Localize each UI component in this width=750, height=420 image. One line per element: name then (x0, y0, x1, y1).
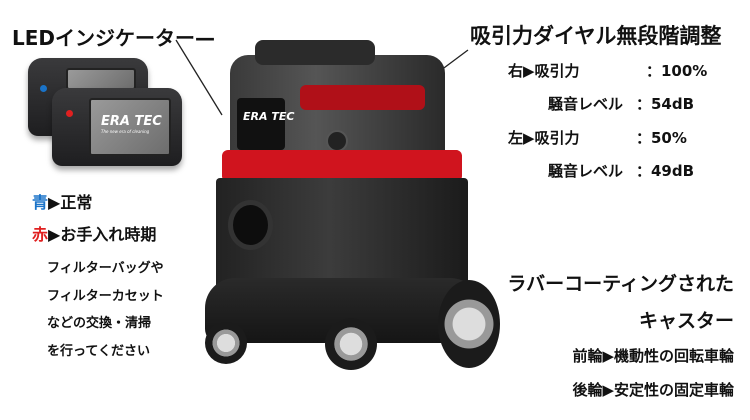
caster-title-line2: キャスター (638, 310, 734, 332)
note-line: などの交換・清掃 (47, 316, 152, 331)
note-line: フィルターバッグや (47, 261, 164, 276)
right-suction-value: ：100% (646, 62, 708, 80)
front-caster (325, 318, 377, 370)
dial-title: 吸引力ダイヤル無段階調整 (470, 24, 722, 48)
note-line: フィルターカセット (47, 288, 164, 304)
suction-dial (326, 130, 348, 152)
blue-led-icon (40, 85, 47, 92)
right-noise-value: ：54dB (636, 95, 695, 113)
maintenance-notes: フィルターバッグや フィルターカセット などの交換・清掃 を行ってください (47, 255, 164, 365)
led-callout-line (175, 39, 223, 116)
rear-wheel-text: 後輪▶安定性の固定車輪 (572, 381, 734, 399)
caster-title-line1: ラバーコーティングされた (507, 273, 734, 295)
left-suction-value: ：50% (636, 129, 687, 147)
front-caster (205, 322, 247, 364)
rear-wheel (438, 280, 500, 368)
red-status: 赤▶お手入れ時期 (32, 225, 157, 244)
right-suction-label: 右▶吸引力 (508, 62, 580, 80)
vacuum-handle (255, 40, 375, 65)
front-wheel-text: 前輪▶機動性の回転車輪 (572, 347, 734, 365)
note-line: を行ってください (47, 343, 150, 359)
hose-inlet (228, 200, 273, 250)
right-noise-label: 騒音レベル (548, 95, 624, 113)
red-led-icon (66, 110, 73, 117)
vacuum-panel: ERA TEC (237, 98, 294, 150)
led-indicator-title: LEDインジケーター— (12, 26, 216, 50)
left-noise-value: ：49dB (636, 162, 695, 180)
blue-status: 青▶正常 (32, 193, 93, 212)
left-noise-label: 騒音レベル (548, 162, 624, 180)
left-suction-label: 左▶吸引力 (508, 129, 580, 147)
